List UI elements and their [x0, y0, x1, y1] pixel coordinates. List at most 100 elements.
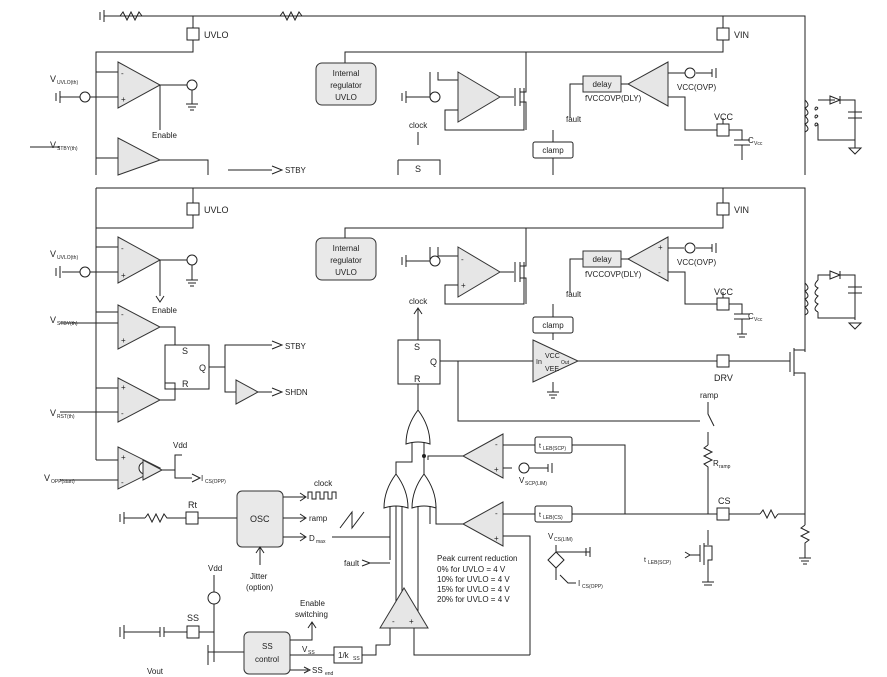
stby-comparator	[117, 304, 162, 350]
label: delay	[592, 80, 611, 89]
label: Enable	[300, 599, 325, 608]
or-gate-a	[383, 473, 409, 509]
label: -	[658, 268, 661, 277]
error-amp-top	[457, 71, 501, 123]
label: delay	[592, 255, 611, 264]
label: fault	[566, 115, 582, 124]
label: +	[121, 336, 126, 345]
rt-resistor	[144, 512, 186, 524]
pwm-latch	[397, 339, 441, 385]
label: S	[415, 164, 421, 174]
vin-pin-top	[716, 27, 730, 41]
label: SS	[308, 650, 315, 656]
label: VEE	[545, 366, 559, 373]
label: fVCCOVP(DLY)	[585, 94, 642, 103]
or-gate-reset	[405, 409, 431, 445]
vin-pin-label: VIN	[734, 30, 749, 40]
sense-resistor	[759, 508, 779, 520]
peak-reduction-row: 15% for UVLO = 4 V	[437, 585, 510, 594]
label: CS(OPP)	[205, 479, 226, 485]
label: clamp	[542, 321, 564, 330]
label: ramp	[700, 391, 719, 400]
label: Jitter	[250, 572, 268, 581]
label: UVLO(th)	[57, 255, 78, 261]
label: -	[121, 69, 124, 78]
label: regulator	[330, 256, 362, 265]
label: clamp	[542, 146, 564, 155]
label: VCC(OVP)	[677, 258, 716, 267]
voltage-source	[684, 67, 696, 79]
drv-pin	[716, 354, 730, 368]
label: V	[302, 645, 308, 654]
label: -	[392, 617, 395, 626]
label: Internal	[333, 69, 360, 78]
label: t	[539, 443, 541, 450]
label: Internal	[333, 244, 360, 253]
label: R	[182, 379, 189, 389]
label: Enable	[152, 131, 177, 140]
label: SS	[187, 613, 199, 623]
label: Vdd	[173, 441, 187, 450]
current-source	[186, 79, 198, 91]
label: V	[548, 532, 554, 541]
uvlo-threshold-source	[79, 266, 91, 278]
shdn-buffer	[235, 379, 260, 405]
label: V	[50, 315, 56, 325]
label: +	[494, 465, 499, 474]
label: -	[495, 440, 498, 449]
label: Vout	[147, 667, 164, 676]
label: C	[748, 136, 754, 145]
label: STBY(th)	[57, 146, 78, 152]
enable-label: Enable	[152, 306, 177, 315]
schematic-top-copy: UVLO VIN Internal regulator UVLO - + V U…	[30, 10, 863, 176]
ovp-comparator	[626, 236, 669, 282]
label: ramp	[719, 464, 731, 470]
label: CS(LIM)	[554, 537, 573, 543]
label: LEB(SCP)	[648, 560, 671, 566]
label: R	[713, 459, 719, 468]
error-amplifier	[457, 246, 501, 298]
label: ramp	[309, 514, 328, 523]
label: UVLO	[335, 268, 357, 277]
label: Rt	[188, 500, 197, 510]
uvlo-pin-label: UVLO	[204, 30, 229, 40]
label: In	[536, 359, 542, 366]
vin-pin	[716, 202, 730, 216]
label: Vcc	[754, 141, 763, 147]
uvlo-pin-top	[186, 27, 200, 41]
scp-comparator	[461, 433, 504, 479]
label: control	[255, 655, 279, 664]
label: I	[201, 474, 203, 483]
label: +	[121, 95, 126, 104]
label: SS	[353, 656, 360, 662]
rt-pin	[185, 511, 199, 525]
rst-comparator	[117, 377, 162, 423]
label: VCC	[545, 353, 560, 360]
label: V	[50, 74, 56, 84]
ovp-comparator-top	[626, 61, 669, 107]
voltage-source	[79, 91, 91, 103]
label: V	[44, 473, 50, 483]
label: -	[121, 478, 124, 487]
label: -	[495, 509, 498, 518]
label: -	[121, 310, 124, 319]
resistor	[279, 10, 303, 22]
label: Q	[430, 357, 437, 367]
label: -	[121, 409, 124, 418]
label: Q	[199, 363, 206, 373]
label: t	[539, 512, 541, 519]
battery-symbol	[99, 10, 105, 22]
label: max	[316, 539, 326, 545]
internal-regulator-top	[315, 62, 377, 106]
label: STBY	[285, 166, 307, 175]
label: (option)	[246, 583, 273, 592]
label: +	[409, 617, 414, 626]
label: RST(th)	[57, 414, 75, 420]
label: OPP(start)	[51, 479, 75, 485]
label: switching	[295, 610, 328, 619]
label: V	[50, 408, 56, 418]
vcc-pin	[716, 297, 730, 311]
peak-reduction-row: 20% for UVLO = 4 V	[437, 595, 510, 604]
label: LEB(CS)	[543, 515, 563, 521]
label: LEB(SCP)	[543, 446, 566, 452]
